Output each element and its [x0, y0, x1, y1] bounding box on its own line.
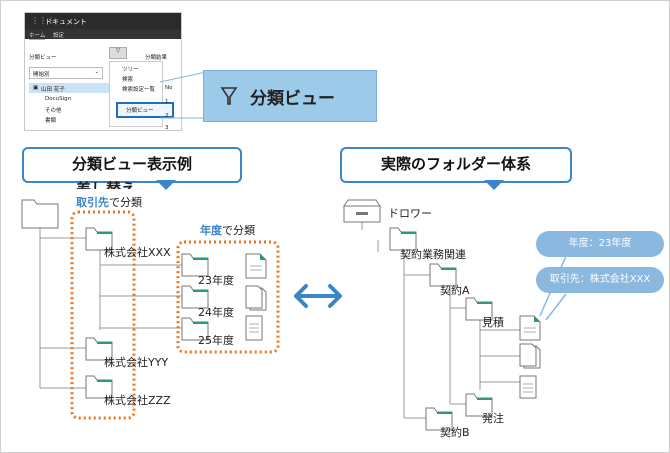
menu-item-search[interactable]: 検索 — [122, 77, 134, 83]
zoomed-menu-item: 分類ビュー — [203, 70, 377, 122]
row-number: 1 — [165, 99, 169, 105]
app-screenshot: ⋮⋮⋮ ドキュメント ホーム 設定 分類ビュー 開始別 ⌄ ▣ 山田 花子 Do… — [24, 12, 182, 131]
left-caption2: 年度で分類 — [200, 222, 255, 238]
view-label: 分類ビュー — [29, 55, 57, 61]
menu-item-tree[interactable]: ツリー — [122, 67, 139, 73]
row-number: 3 — [165, 125, 169, 131]
menu-item-search-settings[interactable]: 検索設定一覧 — [122, 87, 156, 93]
app-menubar: ホーム 設定 — [25, 29, 181, 40]
tag-year: 年度：23年度 — [536, 231, 664, 257]
caption-key: 年度 — [200, 224, 222, 237]
tree-item-docusign[interactable]: DocuSign — [45, 96, 72, 102]
filter-icon: ▽ — [115, 48, 121, 54]
grid-icon[interactable]: ⋮⋮⋮ — [31, 16, 55, 25]
tree-item-other[interactable]: その他 — [45, 108, 62, 114]
drawer-icon — [343, 199, 381, 223]
company-label: 株式会社XXX — [104, 246, 171, 259]
column-no: No — [165, 85, 173, 91]
caption-key: 取引先 — [76, 196, 109, 209]
drawer-label: ドロワー — [388, 207, 432, 220]
heading-pointer — [156, 180, 176, 190]
left-heading-text: 分類ビュー表示例 — [71, 155, 192, 173]
folder-label: 契約A — [440, 284, 470, 297]
view-select[interactable]: 開始別 ⌄ — [29, 67, 103, 79]
year-label: 25年度 — [198, 334, 234, 347]
view-menu: ツリー 検索 検索設定一覧 分類ビュー — [109, 61, 174, 127]
company-label: 株式会社YYY — [104, 356, 169, 369]
filter-icon — [220, 87, 238, 105]
folder-icon: ▣ — [33, 85, 39, 91]
caption-rest: で分類 — [109, 196, 142, 209]
chevron-down-icon: ⌄ — [94, 69, 99, 75]
tree-item-label: 山田 花子 — [41, 87, 65, 93]
heading-pointer — [484, 180, 504, 190]
tab-settings[interactable]: 設定 — [53, 33, 65, 39]
folder-label: 契約業務関連 — [400, 248, 466, 261]
menu-item-label: 分類ビュー — [126, 108, 154, 114]
filter-dropdown-button[interactable]: ▽ — [109, 47, 127, 59]
year-label: 23年度 — [198, 274, 234, 287]
caption-rest: で分類 — [222, 224, 255, 237]
row-number: 2 — [165, 113, 169, 119]
left-caption: 取引先で分類 — [76, 194, 142, 210]
zoomed-label: 分類ビュー — [250, 89, 335, 109]
tag-client: 取引先：株式会社XXX — [536, 267, 664, 293]
folder-label: 発注 — [482, 412, 504, 425]
view-select-value: 開始別 — [33, 72, 50, 78]
heading-overlap-text: 差し替え — [76, 180, 137, 189]
app-titlebar: ⋮⋮⋮ ドキュメント — [25, 13, 181, 29]
right-heading-text: 実際のフォルダー体系 — [380, 155, 531, 173]
tree-item-selected[interactable]: ▣ 山田 花子 — [29, 83, 125, 93]
left-heading: 分類ビュー表示例 — [22, 147, 242, 183]
folder-icon — [21, 199, 59, 229]
folder-label: 見積 — [482, 316, 504, 329]
company-label: 株式会社ZZZ — [104, 394, 171, 407]
tree-item-docs[interactable]: 書類 — [45, 118, 57, 124]
right-heading: 実際のフォルダー体系 — [340, 147, 572, 183]
year-label: 24年度 — [198, 306, 234, 319]
double-arrow-icon — [294, 284, 342, 308]
folder-label: 契約B — [440, 426, 470, 439]
menu-item-classification-view[interactable]: 分類ビュー — [116, 102, 174, 118]
app-title: ドキュメント — [45, 18, 87, 26]
tab-home[interactable]: ホーム — [29, 33, 46, 40]
result-label: 分類結果 — [145, 55, 168, 61]
